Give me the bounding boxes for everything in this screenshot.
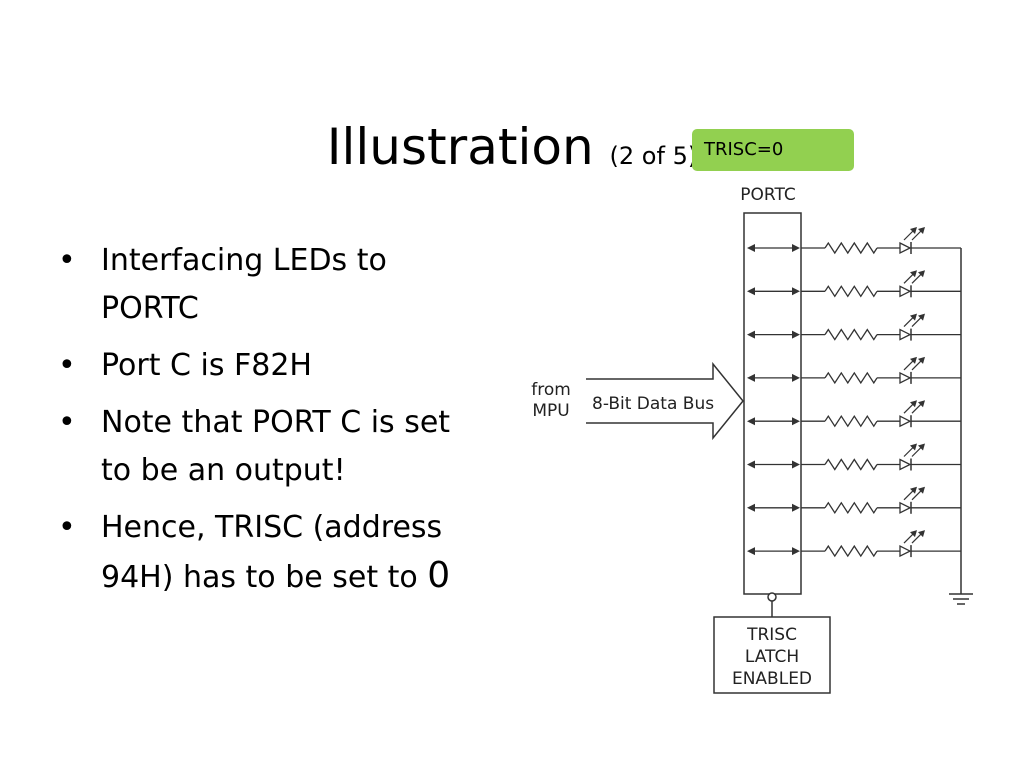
- bidirectional-arrow-icon: [747, 417, 800, 426]
- led-row: [747, 356, 961, 385]
- trisc-latch-box: [713, 616, 831, 694]
- bidirectional-arrow-icon: [747, 287, 800, 296]
- bullet-item: • Note that PORT C is set to be an output…: [58, 399, 458, 495]
- title-text: Illustration: [326, 118, 594, 176]
- latch-label-line2: LATCH: [745, 647, 799, 667]
- led-icon: [899, 400, 925, 428]
- portc-box: [743, 212, 802, 595]
- bullet-item: • Port C is F82H: [58, 342, 458, 390]
- bullet-text: Port C is F82H: [101, 348, 312, 383]
- data-bus-arrow: [586, 361, 744, 441]
- bidirectional-arrow-icon: [747, 244, 800, 252]
- led-row: [747, 400, 961, 428]
- led-icon: [899, 530, 925, 558]
- bullet-dot-icon: •: [58, 510, 76, 545]
- resistor-icon: [824, 458, 878, 471]
- led-icon: [899, 313, 925, 341]
- led-icon: [899, 443, 925, 471]
- portc-label: PORTC: [740, 185, 795, 205]
- trisc-badge: TRISC=0: [692, 129, 854, 171]
- bidirectional-arrow-icon: [747, 547, 800, 556]
- bullet-dot-icon: •: [58, 243, 76, 278]
- resistor-icon: [824, 328, 878, 341]
- resistor-icon: [824, 285, 878, 298]
- enable-bubble: [767, 592, 777, 602]
- source-label-line1: from: [531, 380, 571, 400]
- bullet-dot-icon: •: [58, 405, 76, 440]
- title-subtitle: (2 of 5): [609, 142, 698, 170]
- bidirectional-arrow-icon: [747, 460, 800, 469]
- led-icon: [899, 356, 925, 384]
- led-icon: [899, 227, 925, 255]
- led-row: [747, 227, 961, 255]
- ground-icon: [949, 593, 973, 605]
- led-row: [747, 443, 961, 471]
- bullet-item: • Interfacing LEDs to PORTC: [58, 237, 458, 333]
- bullet-text: Note that PORT C is set to be an output!: [101, 405, 451, 488]
- led-icon: [899, 486, 925, 514]
- resistor-icon: [824, 371, 878, 385]
- led-row: [747, 313, 961, 341]
- resistor-icon: [824, 501, 878, 514]
- bullet-item: • Hence, TRISC (address 94H) has to be se…: [58, 504, 458, 602]
- latch-label-line3: ENABLED: [732, 669, 812, 689]
- bidirectional-arrow-icon: [747, 373, 800, 382]
- slide-title: Illustration (2 of 5): [0, 112, 1024, 191]
- bullet-text: Hence, TRISC (address 94H) has to be set…: [101, 510, 443, 595]
- led-row: [747, 486, 961, 514]
- led-row: [747, 530, 961, 558]
- bus-label: 8-Bit Data Bus: [592, 394, 714, 414]
- led-icon: [899, 270, 925, 298]
- resistor-icon: [824, 544, 878, 558]
- bullet-dot-icon: •: [58, 348, 76, 383]
- bullet-value: 0: [427, 555, 451, 596]
- bullet-list: • Interfacing LEDs to PORTC • Port C is F8…: [58, 237, 458, 611]
- bullet-text: Interfacing LEDs to PORTC: [101, 243, 387, 326]
- resistor-icon: [824, 241, 878, 255]
- latch-label-line1: TRISC: [746, 625, 797, 645]
- bidirectional-arrow-icon: [747, 503, 800, 512]
- led-row: [747, 270, 961, 298]
- source-label-line2: MPU: [532, 401, 569, 421]
- led-rows: [747, 227, 961, 558]
- resistor-icon: [824, 415, 878, 428]
- bidirectional-arrow-icon: [747, 330, 800, 339]
